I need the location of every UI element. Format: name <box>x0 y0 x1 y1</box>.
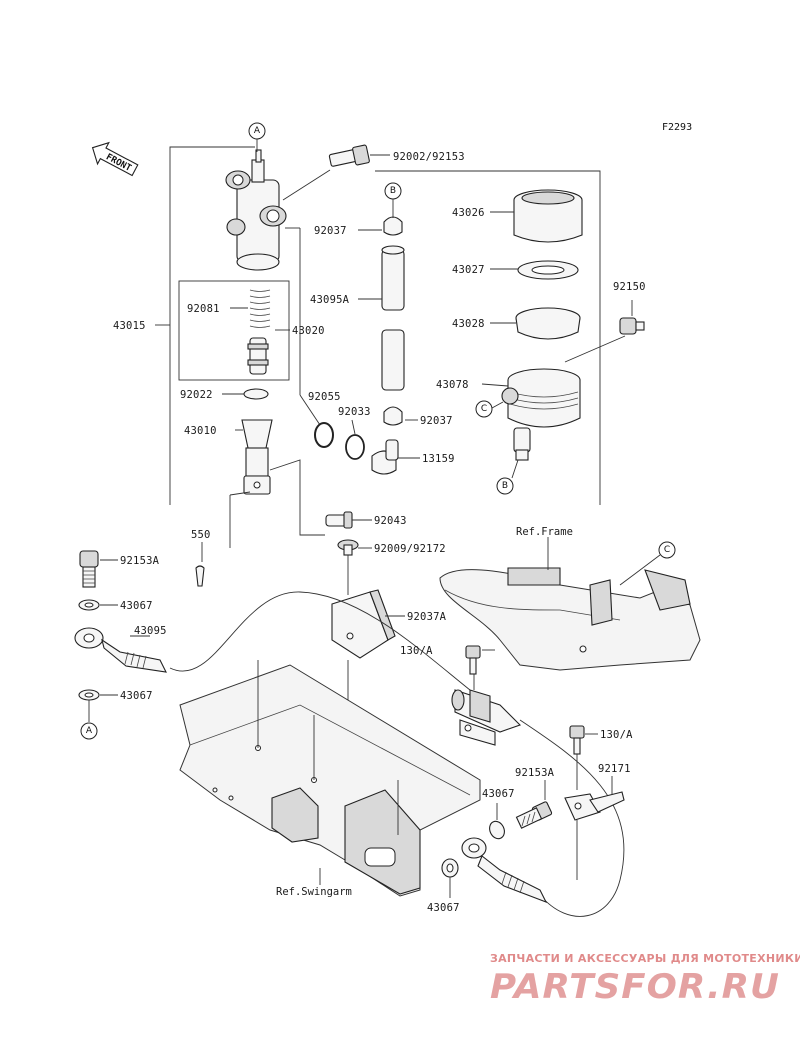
part-label-43020: 43020 <box>292 325 325 337</box>
callout-a-top: A <box>248 122 266 140</box>
part-label-92153A-left: 92153A <box>120 555 160 567</box>
banjo-bolt-92002 <box>328 144 370 167</box>
part-label-550: 550 <box>191 529 211 541</box>
part-label-43095A: 43095A <box>310 294 350 306</box>
master-cylinder-body <box>225 149 287 271</box>
banjo-fitting-lower <box>461 837 548 904</box>
reservoir-43078 <box>501 368 581 461</box>
front-arrow-icon: FRONT <box>91 141 139 177</box>
svg-text:A: A <box>254 126 261 136</box>
piston-43020 <box>247 337 269 375</box>
svg-text:B: B <box>502 481 508 491</box>
part-label-92171: 92171 <box>598 763 631 775</box>
callout-c-mid: C <box>475 400 493 418</box>
ref-swingarm-label: Ref.Swingarm <box>276 886 352 898</box>
circlip-92033 <box>345 434 365 460</box>
bolt-130A-b <box>569 725 585 755</box>
bolt-92009 <box>337 539 359 556</box>
washer-43067-c <box>489 820 505 840</box>
ref-frame-label: Ref.Frame <box>516 526 573 538</box>
frame-reference <box>439 567 701 671</box>
svg-text:B: B <box>390 186 396 196</box>
part-label-92043: 92043 <box>374 515 407 527</box>
washer-92022 <box>243 388 269 400</box>
bracket-92171 <box>564 791 625 821</box>
part-label-43015: 43015 <box>113 320 146 332</box>
part-label-43027: 43027 <box>452 264 485 276</box>
pin-92043 <box>325 511 353 529</box>
watermark-tagline: ЗАПЧАСТИ И АКСЕССУАРЫ ДЛЯ МОТОТЕХНИКИ <box>490 952 800 965</box>
part-label-43010: 43010 <box>184 425 217 437</box>
piston-kit-box <box>178 280 290 381</box>
swingarm-reference <box>179 664 481 897</box>
part-label-92055: 92055 <box>308 391 341 403</box>
bolt-92153A-right <box>515 801 553 829</box>
hose-joint-13159 <box>371 439 399 475</box>
svg-text:A: A <box>86 726 93 736</box>
part-label-130A-b: 130/A <box>600 729 633 741</box>
part-label-92002: 92002/92153 <box>393 151 465 163</box>
part-label-43095: 43095 <box>134 625 167 637</box>
part-label-130A-a: 130/A <box>400 645 433 657</box>
part-label-92153A-right: 92153A <box>515 767 555 779</box>
watermark-logo: PARTSFOR.RU <box>490 967 780 1007</box>
callout-b-bottom: B <box>496 477 514 495</box>
diagram-code: F2293 <box>662 122 692 133</box>
brake-hose-43095 <box>169 591 471 691</box>
part-label-43078: 43078 <box>436 379 469 391</box>
part-label-92150: 92150 <box>613 281 646 293</box>
part-label-92033: 92033 <box>338 406 371 418</box>
svg-text:C: C <box>481 404 487 414</box>
reservoir-cap-43026 <box>513 189 583 243</box>
banjo-fitting-43095 <box>74 627 167 673</box>
diaphragm-43028 <box>515 307 581 340</box>
part-label-92081: 92081 <box>187 303 220 315</box>
part-label-43067-d: 43067 <box>427 902 460 914</box>
assembly-bracket-43015 <box>155 146 601 505</box>
part-label-92037-top: 92037 <box>314 225 347 237</box>
part-label-92022: 92022 <box>180 389 213 401</box>
part-label-43067-a: 43067 <box>120 600 153 612</box>
push-rod-43010 <box>241 419 273 495</box>
part-label-92037A: 92037A <box>407 611 447 623</box>
bolt-92153A-left <box>79 550 99 588</box>
hose-clamp-assembly <box>451 689 522 746</box>
svg-text:C: C <box>664 545 670 555</box>
bolt-130A-a <box>465 645 481 675</box>
part-label-92037-mid: 92037 <box>420 415 453 427</box>
cotter-pin-550 <box>195 565 205 587</box>
part-label-43028: 43028 <box>452 318 485 330</box>
bracket-92037A <box>331 589 396 659</box>
part-label-13159: 13159 <box>422 453 455 465</box>
callout-b-top: B <box>384 182 402 200</box>
part-label-43026: 43026 <box>452 207 485 219</box>
part-label-92009: 92009/92172 <box>374 543 446 555</box>
callout-c-frame: C <box>658 541 676 559</box>
reservoir-hose-43095A <box>381 216 405 426</box>
spring-92081 <box>249 289 271 328</box>
o-ring-92055 <box>314 422 334 448</box>
callout-a-bottom: A <box>80 722 98 740</box>
part-label-43067-b: 43067 <box>120 690 153 702</box>
part-label-43067-c: 43067 <box>482 788 515 800</box>
screw-92150 <box>619 317 645 335</box>
